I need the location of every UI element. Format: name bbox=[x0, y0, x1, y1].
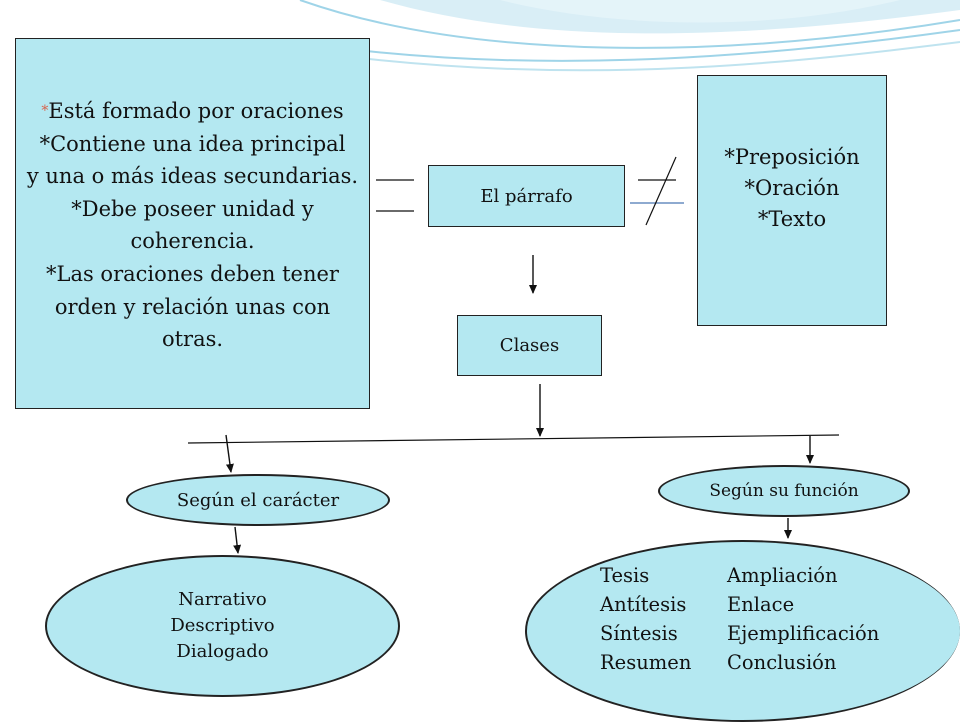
characteristic-text: Está formado por oraciones bbox=[48, 99, 344, 123]
character-type-item: Descriptivo bbox=[170, 615, 275, 636]
function-type-item: Tesis bbox=[600, 564, 650, 587]
characteristics-text: *Está formado por oraciones *Contiene una… bbox=[16, 95, 369, 356]
function-type-row: Antítesis Enlace bbox=[600, 590, 879, 619]
characteristic-text: *Las oraciones deben tener bbox=[46, 261, 339, 286]
characteristic-text: *Contiene una idea principal bbox=[39, 131, 346, 156]
characteristic-line: *Debe poseer unidad y bbox=[16, 193, 369, 226]
classes-node: Clases bbox=[457, 315, 602, 376]
function-type-row: Tesis Ampliación bbox=[600, 561, 879, 590]
function-type-item: Ejemplificación bbox=[727, 622, 880, 645]
not-equal-concepts-box: *Preposición *Oración *Texto bbox=[697, 75, 887, 326]
characteristic-text: *Debe poseer unidad y bbox=[71, 196, 314, 221]
characteristic-text: orden y relación unas con bbox=[54, 294, 331, 319]
concept-line: *Texto bbox=[757, 207, 827, 231]
characteristic-line: *Está formado por oraciones bbox=[16, 95, 369, 128]
function-type-item: Resumen bbox=[600, 651, 692, 674]
characteristic-text: otras. bbox=[161, 327, 224, 352]
header-wave-decoration bbox=[299, 0, 960, 72]
characteristic-text: coherencia. bbox=[130, 229, 255, 254]
branch-line bbox=[187, 434, 840, 444]
characteristic-line: otras. bbox=[16, 323, 369, 356]
central-node-el-parrafo: El párrafo bbox=[428, 165, 625, 227]
characteristic-line: coherencia. bbox=[16, 225, 369, 258]
function-type-item: Antítesis bbox=[600, 593, 687, 616]
function-type-item: Síntesis bbox=[600, 622, 678, 645]
not-equal-slash bbox=[645, 156, 677, 226]
function-type-item: Enlace bbox=[727, 593, 795, 616]
characteristic-line: *Las oraciones deben tener bbox=[16, 258, 369, 291]
bullet-star: * bbox=[41, 103, 49, 119]
concept-line: *Oración bbox=[744, 176, 840, 200]
function-type-row: Resumen Conclusión bbox=[600, 648, 879, 677]
characteristic-line: *Contiene una idea principal bbox=[16, 128, 369, 161]
arrow-to-caracter bbox=[225, 434, 234, 473]
arrow-to-tipos-caracter bbox=[233, 526, 242, 554]
character-type-item: Dialogado bbox=[176, 641, 269, 662]
characteristic-text: y una o más ideas secundarias. bbox=[26, 164, 359, 189]
character-type-item: Narrativo bbox=[178, 589, 267, 610]
function-type-row: Síntesis Ejemplificación bbox=[600, 619, 879, 648]
branch-segun-funcion: Según su función bbox=[658, 465, 910, 517]
characteristic-line: y una o más ideas secundarias. bbox=[16, 160, 369, 193]
function-type-item: Conclusión bbox=[727, 651, 837, 674]
paragraph-characteristics-box: *Está formado por oraciones *Contiene una… bbox=[15, 38, 370, 409]
branch-segun-caracter: Según el carácter bbox=[126, 474, 390, 526]
function-type-item: Ampliación bbox=[727, 564, 838, 587]
concept-line: *Preposición bbox=[724, 145, 860, 169]
not-equal-concepts-text: *Preposición *Oración *Texto bbox=[698, 142, 886, 235]
characteristic-line: orden y relación unas con bbox=[16, 291, 369, 324]
